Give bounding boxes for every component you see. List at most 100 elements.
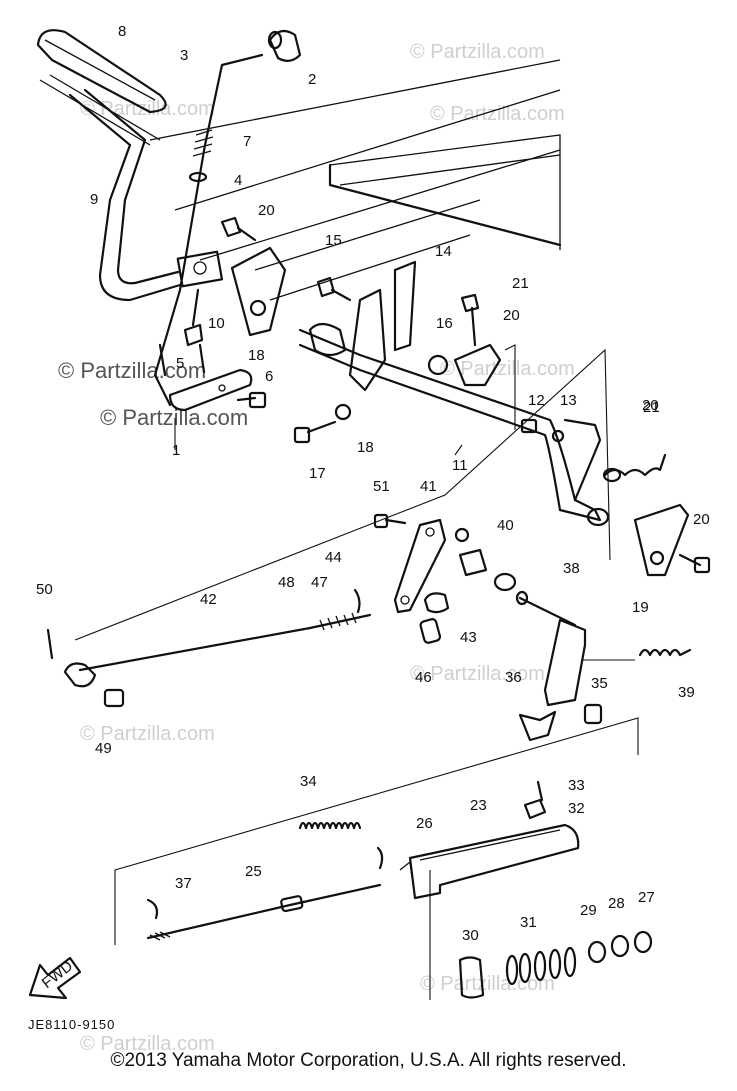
part-19-bracket-right <box>633 503 690 577</box>
callout: 40 <box>497 517 514 534</box>
part-36-wing-nut <box>518 710 557 742</box>
callout: 19 <box>632 599 649 616</box>
part-48-pin <box>103 688 125 708</box>
part-45-collar <box>419 618 442 644</box>
callout: 38 <box>563 560 580 577</box>
watermark: © Partzilla.com <box>80 723 215 745</box>
part-38-lever <box>515 590 587 707</box>
part-19-bracket <box>230 246 287 337</box>
callout: 35 <box>591 675 608 692</box>
callout: 29 <box>580 902 597 919</box>
part-24-pedal-arm <box>399 823 580 900</box>
watermark: © Partzilla.com <box>420 973 555 995</box>
part-9-brake-pedal <box>68 88 224 302</box>
diagram-reference-code: JE8110-9150 <box>28 1017 116 1032</box>
part-25-rod <box>146 883 382 941</box>
callout: 51 <box>373 478 390 495</box>
part-28-nut <box>610 934 630 958</box>
watermark: © Partzilla.com <box>430 103 565 125</box>
callout: 14 <box>435 243 452 260</box>
callout: 8 <box>118 23 126 40</box>
watermark: © Partzilla.com <box>100 405 248 430</box>
part-51-nut <box>454 527 470 543</box>
watermark: © Partzilla.com <box>440 358 575 380</box>
part-42-rod <box>63 588 372 688</box>
part-5-pin <box>158 343 206 377</box>
callout: 46 <box>415 669 432 686</box>
watermark: © Partzilla.com <box>80 1033 215 1055</box>
part-1-link <box>168 368 253 412</box>
part-37-cotter <box>146 898 159 920</box>
callout: 17 <box>309 465 326 482</box>
part-30-collar <box>458 956 485 999</box>
chassis-frame <box>149 59 562 301</box>
callout: 5 <box>176 355 184 372</box>
callout: 20 <box>642 397 659 414</box>
part-18-nut <box>334 403 352 421</box>
callout: 10 <box>208 315 225 332</box>
part-2-knob <box>267 29 302 62</box>
callout: 2 <box>308 71 316 88</box>
callout: 6 <box>265 368 273 385</box>
callout: 18 <box>357 439 374 456</box>
copyright-notice: ©2013 Yamaha Motor Corporation, U.S.A. A… <box>110 1050 627 1071</box>
watermark: © Partzilla.com <box>410 41 545 63</box>
part-34-spring <box>298 821 362 830</box>
part-3-parking-rod <box>153 53 264 407</box>
callout: 47 <box>311 574 328 591</box>
leader-lines <box>74 344 639 1000</box>
callout: 7 <box>243 133 251 150</box>
callout: 21 <box>643 399 660 416</box>
callout: 32 <box>568 800 585 817</box>
watermark: © Partzilla.com <box>58 358 206 383</box>
callout: 1 <box>172 442 180 459</box>
part-11-cross-shaft <box>298 260 610 527</box>
part-29-washer <box>587 940 607 964</box>
callout: 12 <box>528 392 545 409</box>
callout: 26 <box>416 815 433 832</box>
callout: 33 <box>568 777 585 794</box>
callout: 9 <box>90 191 98 208</box>
callout: 43 <box>460 629 477 646</box>
part-22-bracket <box>453 343 502 387</box>
part-20-bolt-right <box>678 553 711 574</box>
callout: 42 <box>200 591 217 608</box>
callout: 36 <box>505 669 522 686</box>
callout-labels: 8 3 2 7 4 9 20 15 14 21 20 10 16 18 5 6 … <box>36 23 710 944</box>
watermarks: © Partzilla.com © Partzilla.com © Partzi… <box>58 41 575 1055</box>
part-27-nut <box>633 930 653 954</box>
part-8-pedal-pad <box>36 29 167 146</box>
part-43-collar <box>423 592 450 614</box>
part-10-bolt <box>183 288 204 347</box>
callout: 18 <box>248 347 265 364</box>
part-33-cotter <box>536 780 544 802</box>
callout: 37 <box>175 875 192 892</box>
callout: 11 <box>452 457 468 474</box>
fwd-label: FWD <box>39 957 77 992</box>
part-35-pin <box>583 703 603 725</box>
callout: 41 <box>420 478 437 495</box>
part-16-nut <box>427 354 449 376</box>
callout: 20 <box>693 511 710 528</box>
part-23-bolt <box>460 293 480 347</box>
callout: 31 <box>520 914 537 931</box>
part-41-lever <box>393 518 447 614</box>
watermark: © Partzilla.com <box>410 663 545 685</box>
callout: 28 <box>608 895 625 912</box>
callout: 30 <box>462 927 479 944</box>
part-39-spring <box>638 648 692 657</box>
callout: 20 <box>503 307 520 324</box>
part-15-bolt <box>316 276 352 302</box>
callout: 48 <box>278 574 295 591</box>
callout: 25 <box>245 863 262 880</box>
callout: 34 <box>300 773 317 790</box>
callout: 50 <box>36 581 53 598</box>
part-6-bolt <box>236 391 267 409</box>
callout: 4 <box>234 172 242 189</box>
part-40-bushing <box>458 548 517 592</box>
callout: 13 <box>560 392 577 409</box>
part-21-spring <box>602 453 667 483</box>
callout: 3 <box>180 47 188 64</box>
